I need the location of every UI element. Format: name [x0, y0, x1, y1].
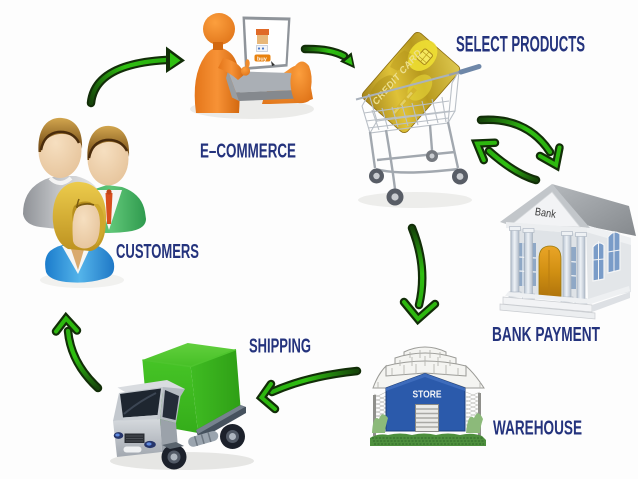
- svg-text:E–COMMERCE: E–COMMERCE: [200, 141, 296, 163]
- svg-text:SHIPPING: SHIPPING: [249, 336, 311, 358]
- svg-text:SELECT PRODUCTS: SELECT PRODUCTS: [456, 32, 585, 57]
- svg-text:Bank: Bank: [534, 206, 557, 221]
- svg-text:BANK PAYMENT: BANK PAYMENT: [492, 324, 600, 346]
- svg-text:WAREHOUSE: WAREHOUSE: [493, 418, 582, 440]
- svg-text:STORE: STORE: [413, 390, 442, 401]
- svg-text:CUSTOMERS: CUSTOMERS: [116, 241, 199, 263]
- svg-text:buy: buy: [257, 57, 268, 63]
